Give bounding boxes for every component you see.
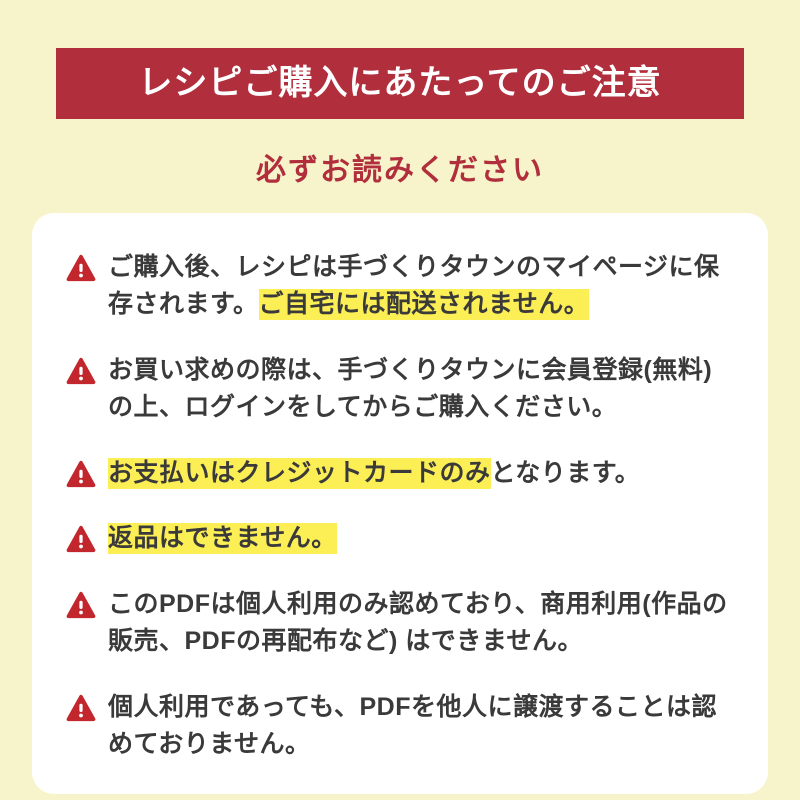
text-segment: このPDFは個人利用のみ認めており、商用利用(作品の販売、PDFの再配布など) … [108, 589, 728, 656]
warning-triangle-icon [66, 693, 96, 723]
highlighted-text-segment: ご自宅には配送されません。 [258, 289, 590, 321]
notice-text: お買い求めの際は、手づくりタウンに会員登録(無料)の上、ログインをしてからご購入… [108, 352, 734, 427]
text-segment: となります。 [490, 458, 641, 487]
warning-triangle-icon [66, 590, 96, 620]
warning-triangle-icon [66, 356, 96, 386]
notice-item: ご購入後、レシピは手づくりタウンのマイページに保存されます。ご自宅には配送されま… [66, 249, 734, 324]
warning-triangle-icon [66, 253, 96, 283]
text-segment: ご購入後、レシピは手づくりタウンのマイページに保存されます。 [108, 252, 720, 319]
notice-item: 個人利用であっても、PDFを他人に譲渡することは認めておりません。 [66, 689, 734, 764]
highlighted-text-segment: 返品はできません。 [108, 523, 337, 555]
page-title: レシピご購入にあたってのご注意 [138, 64, 662, 102]
warning-triangle-icon [66, 459, 96, 489]
notice-text: 返品はできません。 [108, 520, 337, 558]
warning-triangle-icon [66, 524, 96, 554]
highlighted-text-segment: お支払いはクレジットカードのみ [108, 457, 491, 489]
notice-text: ご購入後、レシピは手づくりタウンのマイページに保存されます。ご自宅には配送されま… [108, 249, 734, 324]
text-segment: 個人利用であっても、PDFを他人に譲渡することは認めておりません。 [108, 692, 718, 759]
notice-list: ご購入後、レシピは手づくりタウンのマイページに保存されます。ご自宅には配送されま… [66, 249, 734, 764]
notice-card: ご購入後、レシピは手づくりタウンのマイページに保存されます。ご自宅には配送されま… [32, 212, 768, 794]
notice-item: このPDFは個人利用のみ認めており、商用利用(作品の販売、PDFの再配布など) … [66, 586, 734, 661]
notice-text: このPDFは個人利用のみ認めており、商用利用(作品の販売、PDFの再配布など) … [108, 586, 734, 661]
notice-text: 個人利用であっても、PDFを他人に譲渡することは認めておりません。 [108, 689, 734, 764]
notice-text: お支払いはクレジットカードのみとなります。 [108, 455, 640, 493]
text-segment: お買い求めの際は、手づくりタウンに会員登録(無料)の上、ログインをしてからご購入… [108, 355, 713, 422]
subtitle: 必ずお読みください [256, 153, 544, 187]
notice-item: お支払いはクレジットカードのみとなります。 [66, 455, 734, 493]
banner: レシピご購入にあたってのご注意 [56, 48, 744, 119]
notice-item: お買い求めの際は、手づくりタウンに会員登録(無料)の上、ログインをしてからご購入… [66, 352, 734, 427]
notice-item: 返品はできません。 [66, 520, 734, 558]
